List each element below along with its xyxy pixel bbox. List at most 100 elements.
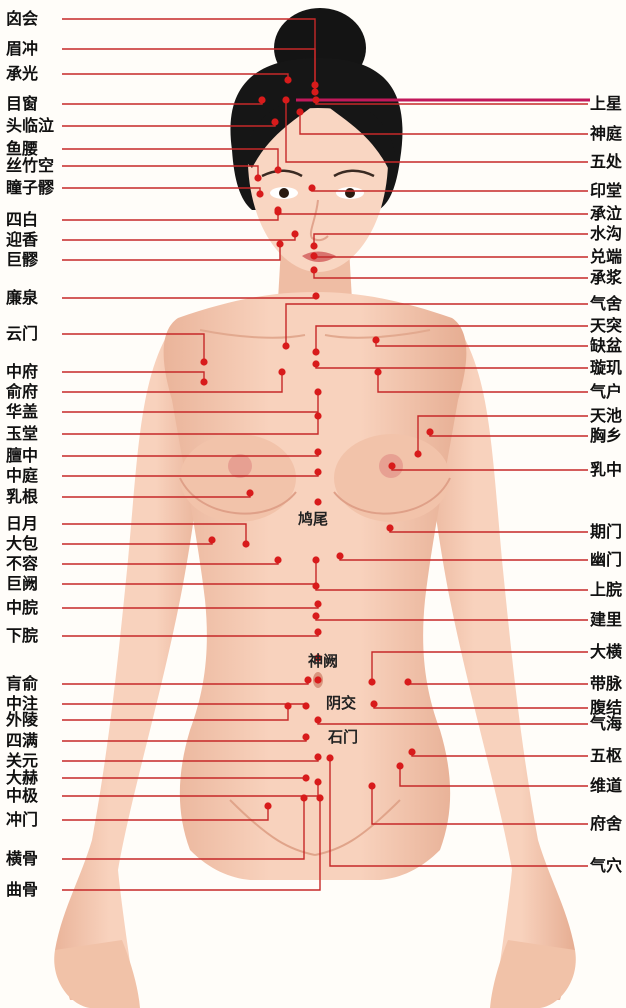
acupoint-dot-r-15	[388, 462, 395, 469]
acupoint-dot-l-25	[314, 628, 321, 635]
acupoint-dot-r-20	[368, 678, 375, 685]
leader-line-l-18	[62, 472, 318, 476]
acupoint-dot-l-9	[291, 230, 298, 237]
acupoint-dot-l-27	[302, 702, 309, 709]
acupoint-dot-r-17	[336, 552, 343, 559]
label-daimai: 带脉	[590, 674, 622, 694]
acupoint-markers	[200, 76, 433, 809]
leader-lines	[62, 19, 588, 890]
acupoint-dot-l-15	[314, 388, 321, 395]
label-xiawan: 下脘	[6, 626, 38, 646]
label-wailing: 外陵	[6, 710, 38, 730]
label-tianchi: 天池	[590, 406, 622, 426]
leader-line-r-6	[314, 256, 588, 257]
leader-line-l-6	[62, 166, 258, 178]
acupoint-dot-r-16	[386, 524, 393, 531]
acupoint-dot-r-14	[426, 428, 433, 435]
label-youmen: 幽门	[590, 550, 622, 570]
label-wushu: 五枢	[590, 746, 622, 766]
label-chengguang: 承光	[6, 64, 38, 84]
label-quepen: 缺盆	[590, 336, 622, 356]
acupoint-dot-r-0	[312, 96, 319, 103]
label-qishe: 气舍	[590, 294, 622, 314]
leader-line-l-26	[62, 680, 308, 684]
label-qimen: 期门	[590, 522, 622, 542]
leader-line-l-5	[62, 149, 278, 170]
acupoint-dot-l-14	[278, 368, 285, 375]
label-ruzhong: 乳中	[590, 460, 622, 480]
leader-line-r-23	[318, 720, 588, 724]
acupoint-dot-r-4	[274, 206, 281, 213]
label-qihu: 气户	[590, 382, 622, 402]
label-daheng: 大横	[590, 642, 622, 662]
acupoint-dot-r-6	[310, 252, 317, 259]
label-zhongfu: 中府	[6, 362, 38, 382]
acupoint-dot-r-22	[370, 700, 377, 707]
label-duiduan: 兑端	[590, 247, 622, 267]
acupoint-dot-l-33	[264, 802, 271, 809]
acupoint-dot-l-18	[314, 468, 321, 475]
label-yutang: 玉堂	[6, 424, 38, 444]
acupoint-dot-r-23	[314, 716, 321, 723]
acupoint-dot-l-7	[256, 190, 263, 197]
leader-line-l-0	[62, 19, 315, 85]
leader-line-l-25	[62, 632, 318, 636]
label-xuanji: 璇玑	[590, 358, 622, 378]
label-dabao: 大包	[6, 534, 38, 554]
leader-line-r-5	[314, 234, 588, 246]
acupoint-dot-l-2	[284, 76, 291, 83]
label-zhongji: 中极	[6, 786, 38, 806]
label-tiantu: 天突	[590, 316, 622, 336]
label-yunmen: 云门	[6, 324, 38, 344]
label-huagai: 华盖	[6, 402, 38, 422]
acupoint-dot-l-6	[254, 174, 261, 181]
leader-line-l-3	[62, 100, 262, 104]
leader-line-l-27	[62, 704, 306, 706]
label-jiuwei: 鸠尾	[298, 510, 328, 528]
acupoint-dot-l-19	[246, 489, 253, 496]
leader-line-l-30	[62, 757, 318, 761]
leader-line-l-24	[62, 604, 318, 608]
acupoint-dot-r-18	[312, 582, 319, 589]
acupoint-dot-center-0	[314, 498, 321, 505]
acupoint-dot-l-11	[312, 292, 319, 299]
label-shuigou: 水沟	[590, 224, 622, 244]
label-chengqi: 承泣	[590, 204, 622, 224]
label-qihai: 气海	[590, 714, 622, 734]
label-fushe: 府舍	[590, 814, 622, 834]
acupoint-dot-r-7	[310, 266, 317, 273]
label-yintang: 印堂	[590, 181, 622, 201]
acupoint-dot-r-10	[372, 336, 379, 343]
leader-line-l-1	[62, 49, 315, 92]
acupoint-dot-l-12	[200, 358, 207, 365]
leader-line-l-35	[62, 798, 320, 890]
acupoint-dot-l-34	[300, 794, 307, 801]
label-shufu: 俞府	[6, 382, 38, 402]
acupoint-dot-r-3	[308, 184, 315, 191]
leader-line-r-12	[378, 372, 588, 392]
acupoint-dot-l-0	[311, 81, 318, 88]
leader-line-r-26	[372, 786, 588, 824]
label-huangshu: 肓俞	[6, 674, 38, 694]
acupoint-dot-l-3	[258, 96, 265, 103]
label-sizhukong: 丝竹空	[6, 156, 54, 176]
label-riyue: 日月	[6, 514, 38, 534]
leader-line-l-15	[62, 392, 318, 412]
leader-line-l-4	[62, 122, 275, 126]
leader-line-r-15	[392, 466, 588, 470]
acupoint-dot-l-29	[302, 733, 309, 740]
leader-line-l-21	[62, 540, 212, 544]
label-jianli: 建里	[590, 610, 622, 630]
acupoint-dot-l-21	[208, 536, 215, 543]
acupoint-dot-l-23	[312, 556, 319, 563]
label-qixue: 气穴	[590, 856, 622, 876]
acupoint-dot-l-26	[304, 676, 311, 683]
leader-line-l-9	[62, 234, 295, 240]
label-yingxiang: 迎香	[6, 230, 38, 250]
leader-line-r-27	[330, 758, 588, 866]
acupoint-dot-r-9	[312, 348, 319, 355]
label-rugen: 乳根	[6, 487, 38, 507]
leader-line-l-16	[62, 416, 318, 434]
leader-line-l-22	[62, 560, 278, 564]
